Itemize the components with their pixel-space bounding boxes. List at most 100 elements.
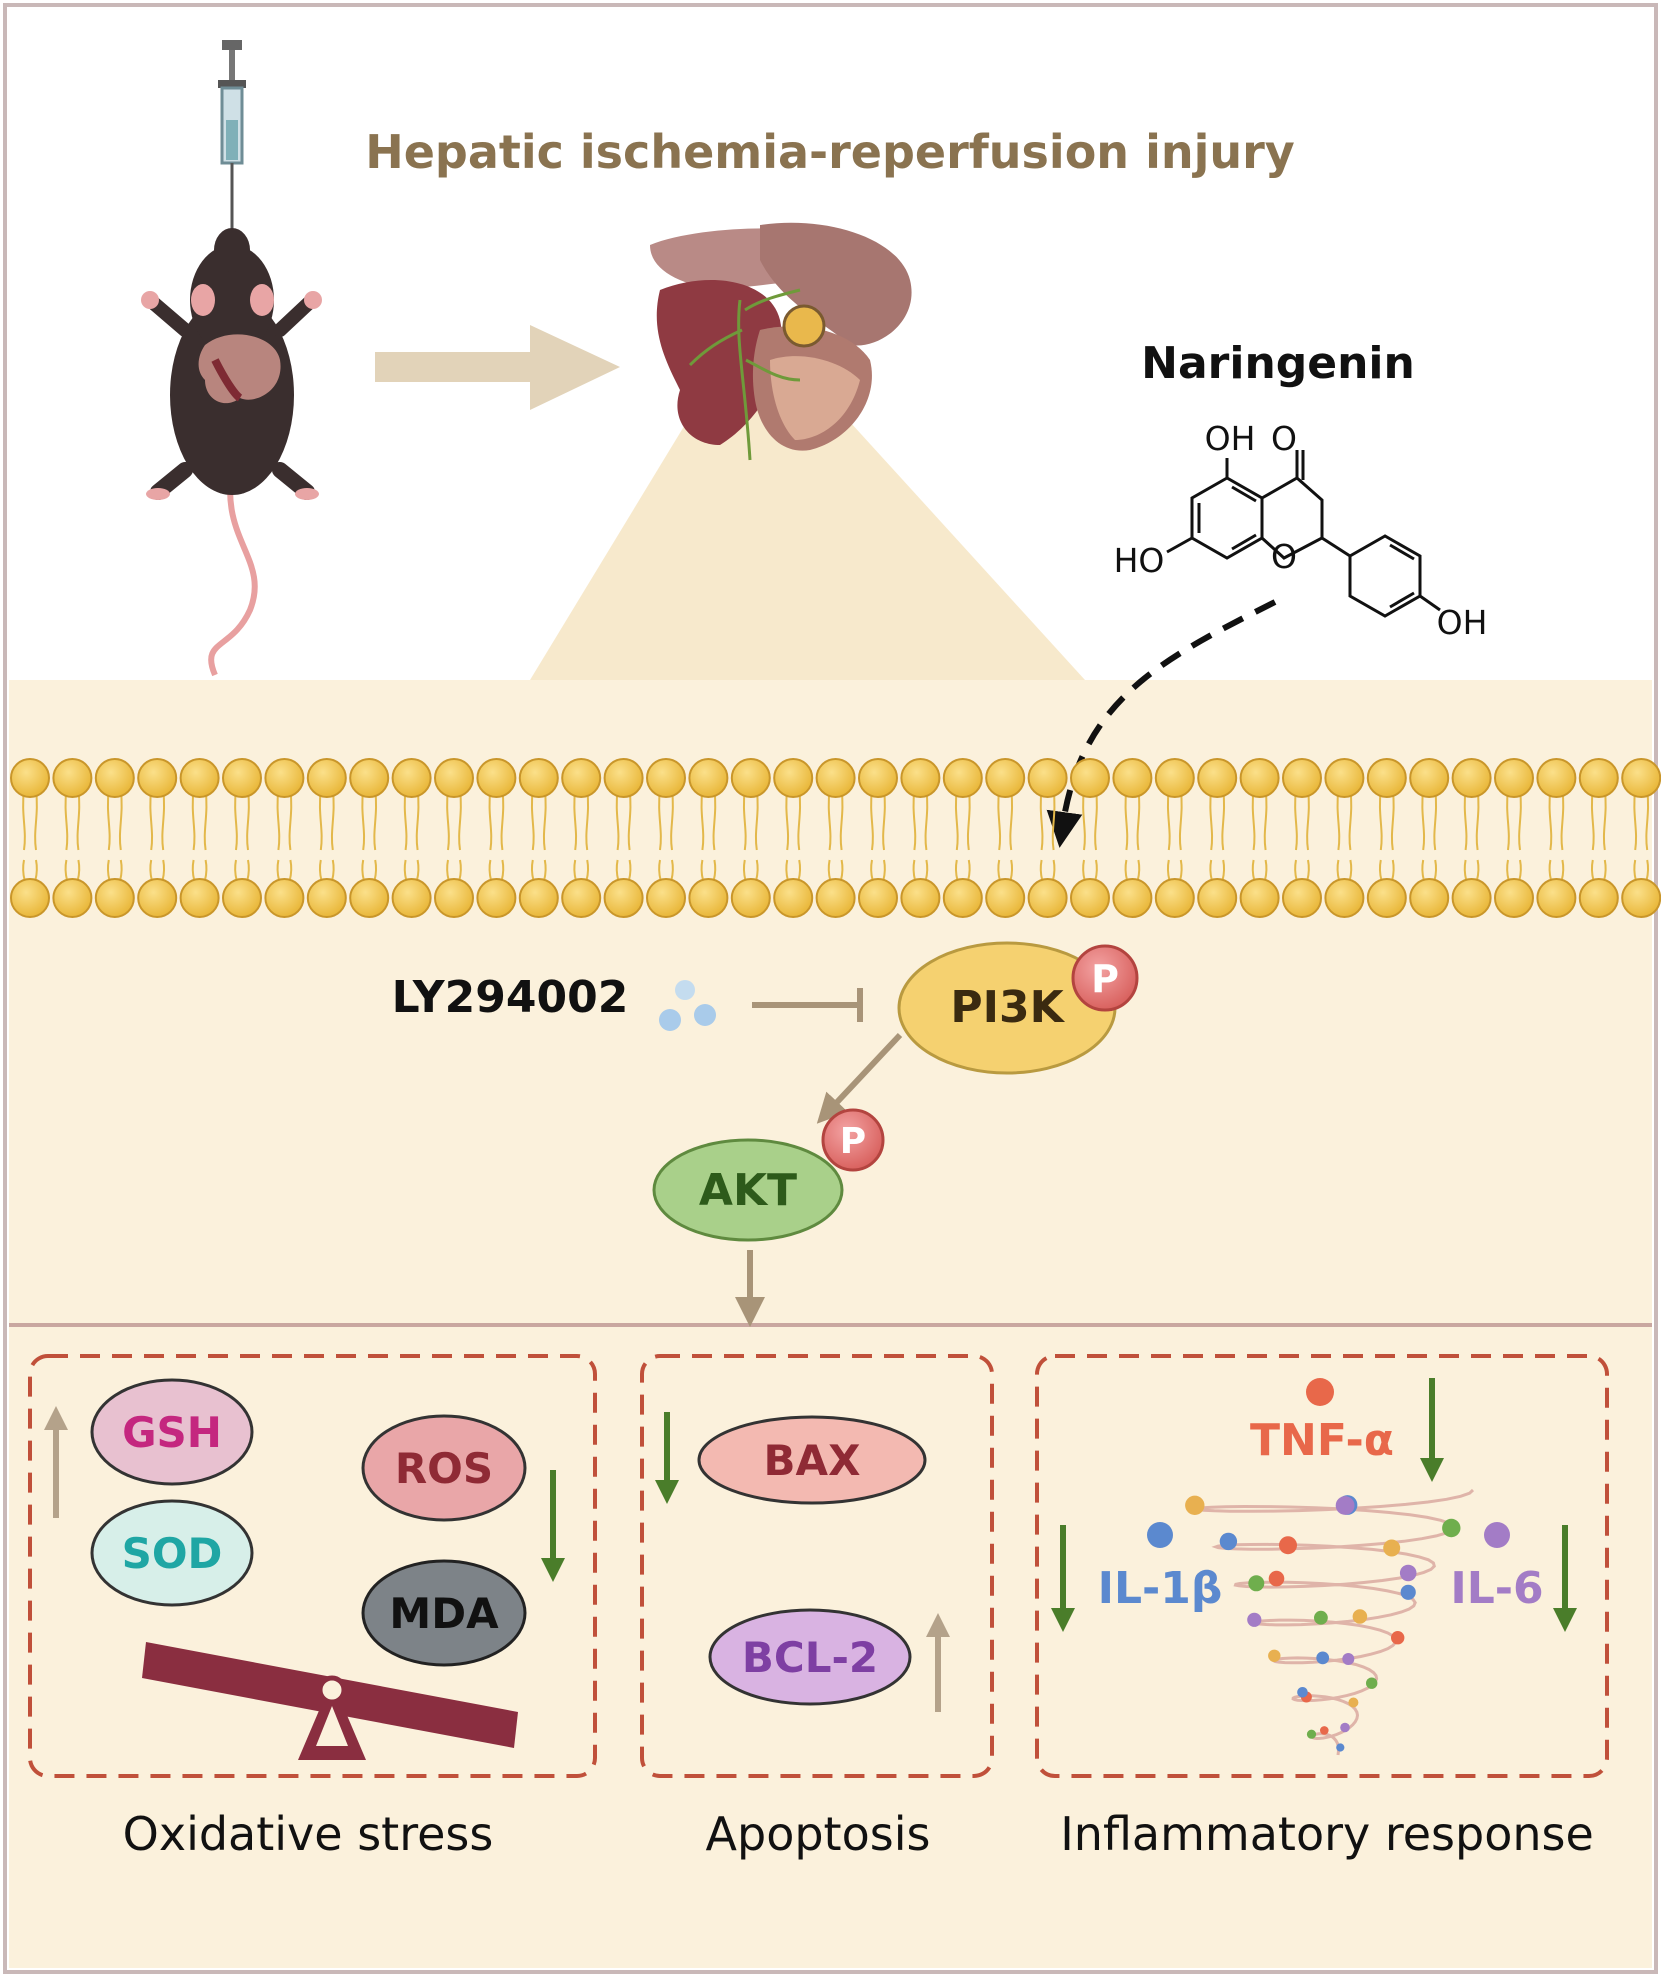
lipid-head [646, 758, 686, 798]
lipid-head [815, 878, 856, 918]
apoptosis-caption: Apoptosis [706, 1807, 931, 1861]
cytokine-particle [1247, 1612, 1262, 1627]
lipid-tail [1124, 789, 1141, 883]
lipid-tail [827, 789, 844, 883]
lipid-head [179, 758, 220, 798]
inflammation-caption: Inflammatory response [1060, 1807, 1594, 1861]
ho-left-label: HO [1114, 541, 1165, 580]
cytokine-particle [1352, 1609, 1368, 1624]
lipid-tail [1082, 789, 1098, 883]
lipid-tail [700, 789, 717, 883]
cytokine-particle [1314, 1610, 1328, 1625]
lipid-head [1112, 878, 1153, 918]
cytokine-particle [1297, 1687, 1308, 1698]
lipid-tail [1633, 789, 1650, 883]
lipid-head [1282, 878, 1322, 918]
lipid-tail [615, 789, 632, 883]
lipid-tail [785, 789, 802, 883]
lipid-tail [488, 789, 505, 883]
lipid-head [603, 878, 644, 918]
pi3k-label: PI3K [950, 982, 1065, 1033]
sod-node: SOD [90, 1499, 254, 1607]
lipid-head [985, 758, 1026, 798]
lipid-head [858, 878, 898, 918]
lipid-tail [870, 789, 886, 883]
lipid-head [1324, 758, 1365, 798]
oxidative-box [28, 1354, 597, 1778]
lipid-head [1239, 878, 1280, 918]
oh-top-label: OH [1205, 419, 1256, 458]
lipid-tail [1251, 789, 1268, 883]
lipid-head [730, 758, 771, 798]
ros-node: ROS [361, 1414, 527, 1522]
lipid-tail [191, 789, 208, 883]
akt-node: AKT [652, 1138, 844, 1242]
lipid-head [561, 758, 602, 798]
cytokine-particle [1185, 1495, 1205, 1516]
lipid-head [1536, 878, 1577, 918]
lipid-head [306, 758, 347, 798]
lipid-head [94, 758, 135, 798]
tnf-label: TNF-α [1250, 1415, 1394, 1466]
pi3k-node: PI3K [897, 941, 1117, 1075]
lipid-head [1027, 878, 1068, 918]
lipid-head [306, 878, 347, 918]
lipid-head [773, 758, 814, 798]
naringenin-entry-arrow [1046, 599, 1277, 848]
lipid-head [1621, 758, 1661, 798]
lipid-head [1070, 878, 1110, 918]
lipid-head [1409, 878, 1450, 918]
cytokine-particle [1306, 1729, 1317, 1739]
lipid-head [137, 758, 178, 798]
lipid-head [985, 878, 1026, 918]
lipid-head [1239, 758, 1280, 798]
figure-title: Hepatic ischemia-reperfusion injury [365, 125, 1295, 179]
lipid-head [349, 758, 390, 798]
lipid-head [222, 758, 262, 798]
lipid-head [942, 878, 983, 918]
lipid-head [1494, 878, 1534, 918]
cell-membrane [10, 758, 1661, 918]
lipid-head [264, 758, 305, 798]
cytokine-particle [1383, 1539, 1401, 1557]
lipid-head [264, 878, 305, 918]
ros-label: ROS [395, 1444, 493, 1493]
lipid-tail [997, 789, 1014, 883]
lipid-tail [318, 789, 335, 883]
lipid-head [137, 878, 178, 918]
bax-label: BAX [764, 1436, 861, 1485]
lipid-head [518, 758, 559, 798]
lipid-head [942, 758, 983, 798]
lipid-head [1112, 758, 1153, 798]
lipid-head [391, 878, 432, 918]
lipid-tail [234, 789, 250, 883]
ring-o-label: O [1271, 537, 1297, 576]
lipid-tail [573, 789, 590, 883]
akt-phospho-badge: P [821, 1108, 885, 1172]
lipid-head [349, 878, 390, 918]
lipid-head [52, 758, 93, 798]
lipid-head [688, 878, 729, 918]
oxidative-caption: Oxidative stress [123, 1807, 494, 1861]
lipid-head [1154, 878, 1195, 918]
cytokine-storm-icon [1185, 1488, 1475, 1756]
lipid-tail [1548, 789, 1565, 883]
bax-node: BAX [697, 1415, 927, 1505]
lipid-head [391, 758, 432, 798]
inhibitor-name: LY294002 [392, 972, 629, 1023]
lipid-head [1154, 758, 1195, 798]
lipid-head [476, 758, 517, 798]
lipid-head [476, 878, 517, 918]
lipid-head [434, 758, 474, 798]
lipid-head [1366, 758, 1407, 798]
lipid-head [900, 758, 941, 798]
lipid-head [858, 758, 898, 798]
cytokine-particle [1316, 1651, 1330, 1665]
il1b-dot [1147, 1522, 1173, 1548]
cytokine-particle [1335, 1496, 1355, 1515]
inhibitor-dots-icon [659, 980, 716, 1031]
lipid-head [10, 878, 50, 918]
lipid-head [1621, 878, 1661, 918]
